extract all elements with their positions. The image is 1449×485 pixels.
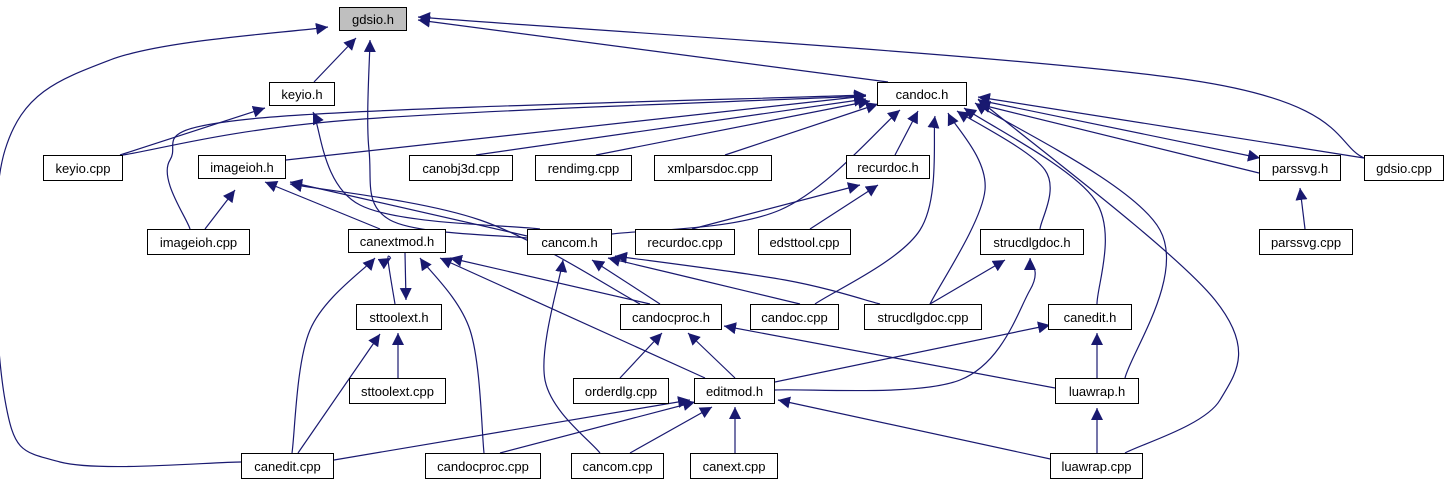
node-rendimg-cpp[interactable]: rendimg.cpp (535, 155, 632, 181)
node-edsttool-cpp[interactable]: edsttool.cpp (758, 229, 851, 255)
edge-imageioh-h-to-candoc-h (285, 91, 867, 161)
edge-candocproc-h-to-cancom-h (591, 259, 661, 305)
edge-recurdoc-h-to-candoc-h (894, 110, 919, 156)
edge-candoc-cpp-to-candoc-h (814, 115, 940, 305)
node-recurdoc-h[interactable]: recurdoc.h (846, 155, 930, 179)
node-keyio-cpp[interactable]: keyio.cpp (43, 155, 123, 181)
edge-candocproc-cpp-to-editmod-h (499, 399, 696, 454)
edge-canedit-cpp-to-gdsio-h (0, 22, 329, 468)
edge-candocproc-h-to-imageioh-h (289, 180, 641, 305)
node-recurdoc-cpp[interactable]: recurdoc.cpp (635, 229, 735, 255)
edge-editmod-h-to-candocproc-h (687, 332, 736, 379)
edge-parssvg-cpp-to-parssvg-h (1295, 187, 1308, 230)
node-luawrap-h[interactable]: luawrap.h (1055, 378, 1139, 404)
node-cancom-h[interactable]: cancom.h (527, 229, 612, 255)
edge-luawrap-cpp-to-editmod-h (777, 396, 1056, 461)
edge-gdsio-cpp-to-candoc-h (977, 92, 1365, 159)
edge-keyio-h-to-gdsio-h (313, 37, 357, 83)
edge-edsttool-cpp-to-recurdoc-h (809, 184, 879, 230)
edge-strucdlgdoc-cpp-to-candoc-h (929, 112, 986, 305)
edge-cancom-cpp-to-editmod-h (629, 406, 713, 454)
edge-strucdlgdoc-cpp-to-strucdlgdoc-h (929, 259, 1006, 305)
edge-canobj3d-cpp-to-candoc-h (475, 94, 867, 156)
node-canobj3d-cpp[interactable]: canobj3d.cpp (409, 155, 513, 181)
edge-candocproc-h-to-canextmod-h (449, 254, 651, 305)
node-strucdlgdoc-h[interactable]: strucdlgdoc.h (980, 229, 1084, 255)
node-strucdlgdoc-cpp[interactable]: strucdlgdoc.cpp (864, 304, 982, 330)
node-candocproc-h[interactable]: candocproc.h (620, 304, 722, 330)
edge-gdsio-cpp-to-gdsio-h (417, 11, 1365, 159)
edge-luawrap-h-to-candoc-h (974, 102, 1168, 379)
edge-candoc-h-to-parssvg-h (977, 99, 1261, 162)
node-imageioh-h[interactable]: imageioh.h (198, 155, 286, 179)
edge-canedit-cpp-to-editmod-h (333, 396, 691, 461)
node-gdsio-cpp[interactable]: gdsio.cpp (1364, 155, 1444, 181)
edge-canextmod-h-to-imageioh-h (264, 180, 381, 230)
edge-orderdlg-cpp-to-candocproc-h (619, 332, 663, 379)
edge-keyio-cpp-to-candoc-h (122, 90, 867, 156)
edge-strucdlgdoc-cpp-to-cancom-h (614, 251, 881, 305)
edge-cancom-h-to-keyio-h (312, 111, 541, 230)
edge-luawrap-h-to-candocproc-h (723, 322, 1056, 389)
edge-xmlparsdoc-cpp-to-candoc-h (724, 102, 879, 156)
node-parssvg-h[interactable]: parssvg.h (1259, 155, 1341, 181)
node-candoc-cpp[interactable]: candoc.cpp (750, 304, 839, 330)
edge-editmod-h-to-canedit-h (774, 321, 1051, 383)
node-canextmod-h[interactable]: canextmod.h (348, 229, 446, 253)
edge-strucdlgdoc-h-to-candoc-h (956, 110, 1051, 230)
edge-candoc-cpp-to-cancom-h (607, 254, 801, 305)
edge-editmod-h-to-strucdlgdoc-h (774, 257, 1037, 392)
node-orderdlg-cpp[interactable]: orderdlg.cpp (573, 378, 669, 404)
edge-recurdoc-cpp-to-recurdoc-h (691, 182, 861, 230)
edge-sttoolext-h-to-canextmod-h (377, 255, 396, 305)
node-canedit-h[interactable]: canedit.h (1048, 304, 1132, 330)
edge-canedit-cpp-to-canextmod-h (291, 257, 376, 454)
edge-cancom-h-to-gdsio-h (363, 39, 528, 239)
edge-rendimg-cpp-to-candoc-h (595, 97, 871, 156)
node-luawrap-cpp[interactable]: luawrap.cpp (1050, 453, 1143, 479)
edge-candocproc-cpp-to-canextmod-h (419, 257, 485, 454)
edge-imageioh-cpp-to-imageioh-h (204, 189, 236, 230)
edge-luawrap-cpp-to-candoc-h (977, 98, 1240, 454)
node-canedit-cpp[interactable]: canedit.cpp (241, 453, 334, 479)
node-sttoolext-h[interactable]: sttoolext.h (356, 304, 442, 330)
edge-editmod-h-to-canextmod-h (439, 257, 706, 379)
node-canext-cpp[interactable]: canext.cpp (690, 453, 778, 479)
edge-cancom-cpp-to-cancom-h (543, 259, 601, 454)
node-gdsio-h[interactable]: gdsio.h (339, 7, 407, 31)
edge-imageioh-cpp-to-candoc-h (166, 89, 867, 230)
edge-parssvg-h-to-candoc-h (977, 101, 1260, 174)
edge-candoc-h-to-gdsio-h (417, 15, 889, 83)
node-sttoolext-cpp[interactable]: sttoolext.cpp (349, 378, 446, 404)
node-cancom-cpp[interactable]: cancom.cpp (571, 453, 664, 479)
node-candocproc-cpp[interactable]: candocproc.cpp (425, 453, 541, 479)
node-keyio-h[interactable]: keyio.h (269, 82, 335, 106)
node-candoc-h[interactable]: candoc.h (877, 82, 967, 106)
node-parssvg-cpp[interactable]: parssvg.cpp (1259, 229, 1353, 255)
edge-canedit-h-to-candoc-h (963, 107, 1106, 305)
edge-keyio-cpp-to-keyio-h (119, 105, 266, 156)
node-editmod-h[interactable]: editmod.h (694, 378, 775, 404)
edge-canextmod-h-to-sttoolext-h (399, 252, 412, 301)
edge-canedit-cpp-to-sttoolext-h (297, 333, 381, 454)
edge-cancom-h-to-imageioh-h (289, 178, 528, 237)
node-imageioh-cpp[interactable]: imageioh.cpp (147, 229, 250, 255)
node-xmlparsdoc-cpp[interactable]: xmlparsdoc.cpp (654, 155, 772, 181)
